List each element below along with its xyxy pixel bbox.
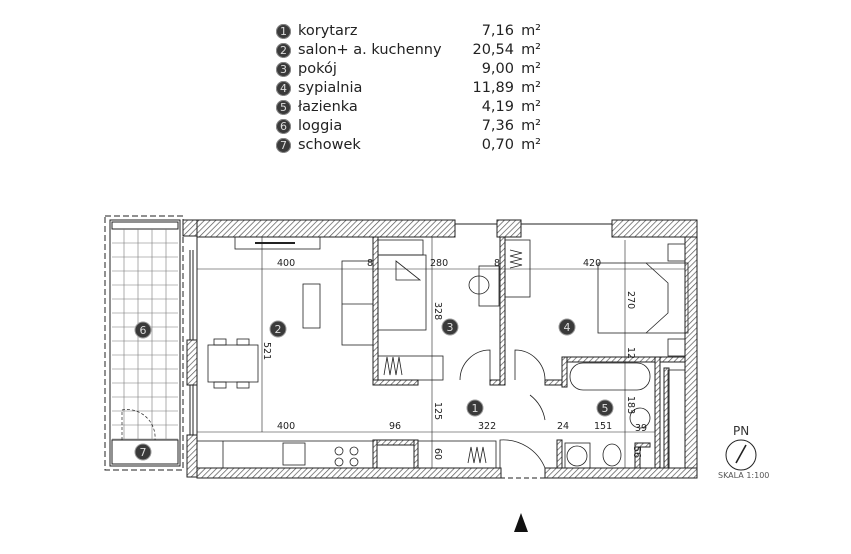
room-label-circle	[596, 399, 614, 417]
room-label-number: 3	[447, 321, 454, 334]
dim-wall-a: 8	[367, 258, 373, 269]
room-legend: 1 korytarz 7,16 m² 2 salon+ a. kuchenny 20,54 m…	[274, 22, 544, 155]
area-unit: m²	[521, 42, 541, 58]
room-label-number: 6	[140, 324, 147, 337]
compass-label: PN	[733, 424, 750, 438]
dim-sypialnia-width: 420	[583, 258, 601, 269]
room-number-badge: 5	[276, 100, 291, 115]
room-number-badge: 1	[276, 24, 291, 39]
dim-pokoj-depth: 328	[432, 302, 443, 320]
area-unit: m²	[521, 118, 541, 134]
dim-wall-b: 8	[494, 258, 500, 269]
dim-wall-d: 24	[557, 421, 569, 432]
dim-wall-c: 12	[625, 347, 636, 359]
room-labels: 1 2 3 4 5 6 7	[134, 318, 614, 461]
dim-bath-small: 56	[631, 446, 642, 458]
legend-row: 5 łazienka 4,19 m²	[274, 98, 544, 117]
furniture	[196, 236, 689, 469]
room-area: 4,19	[481, 99, 514, 115]
room-label-number: 5	[602, 402, 609, 415]
room-area: 20,54	[472, 42, 514, 58]
dim-bath-niche: 39	[635, 423, 647, 434]
area-unit: m²	[521, 23, 541, 39]
dim-salon-width-bottom: 400	[277, 421, 295, 432]
room-name: łazienka	[298, 99, 358, 115]
room-area: 7,36	[481, 118, 514, 134]
room-number-badge: 6	[276, 119, 291, 134]
room-area: 11,89	[472, 80, 514, 96]
room-number-badge: 2	[276, 43, 291, 58]
room-number-badge: 3	[276, 62, 291, 77]
area-unit: m²	[521, 61, 541, 77]
room-name: salon+ a. kuchenny	[298, 42, 442, 58]
area-unit: m²	[521, 137, 541, 153]
room-label-number: 4	[564, 321, 571, 334]
dim-bath-depth: 183	[625, 396, 636, 414]
room-label-circle	[269, 320, 287, 338]
legend-row: 7 schowek 0,70 m²	[274, 136, 544, 155]
room-area: 9,00	[481, 61, 514, 77]
dim-hall-width: 322	[478, 421, 496, 432]
room-label-circle	[134, 443, 152, 461]
dim-hall-depth: 125	[432, 402, 443, 420]
dim-sypialnia-depth: 270	[625, 291, 636, 309]
area-unit: m²	[521, 99, 541, 115]
room-label-circle	[466, 399, 484, 417]
room-name: schowek	[298, 137, 361, 153]
dim-niche: 96	[389, 421, 401, 432]
room-label-circle	[558, 318, 576, 336]
room-number-badge: 7	[276, 138, 291, 153]
room-name: sypialnia	[298, 80, 363, 96]
area-unit: m²	[521, 80, 541, 96]
legend-row: 4 sypialnia 11,89 m²	[274, 79, 544, 98]
legend-row: 6 loggia 7,36 m²	[274, 117, 544, 136]
scale-label: SKALA 1:100	[718, 471, 770, 480]
entrance-arrow-icon	[514, 513, 528, 532]
room-number-badge: 4	[276, 81, 291, 96]
room-name: korytarz	[298, 23, 358, 39]
room-area: 0,70	[481, 137, 514, 153]
dim-kitchen-depth: 60	[432, 448, 443, 460]
dim-pokoj-width: 280	[430, 258, 448, 269]
room-name: loggia	[298, 118, 343, 134]
dim-salon-width-top: 400	[277, 258, 295, 269]
room-area: 7,16	[481, 23, 514, 39]
room-label-number: 7	[140, 446, 147, 459]
dim-bath-width: 151	[594, 421, 612, 432]
legend-row: 1 korytarz 7,16 m²	[274, 22, 544, 41]
room-label-circle	[441, 318, 459, 336]
dimension-labels: 400 8 280 8 420 270 328 521 12 125 400 9…	[261, 258, 647, 460]
north-compass-icon	[725, 439, 757, 471]
room-label-circle	[134, 321, 152, 339]
dim-salon-depth: 521	[261, 342, 272, 360]
dimension-lines	[197, 237, 685, 468]
room-label-number: 1	[472, 402, 479, 415]
legend-row: 3 pokój 9,00 m²	[274, 60, 544, 79]
room-label-number: 2	[275, 323, 282, 336]
room-name: pokój	[298, 61, 337, 77]
legend-row: 2 salon+ a. kuchenny 20,54 m²	[274, 41, 544, 60]
loggia	[104, 215, 184, 471]
